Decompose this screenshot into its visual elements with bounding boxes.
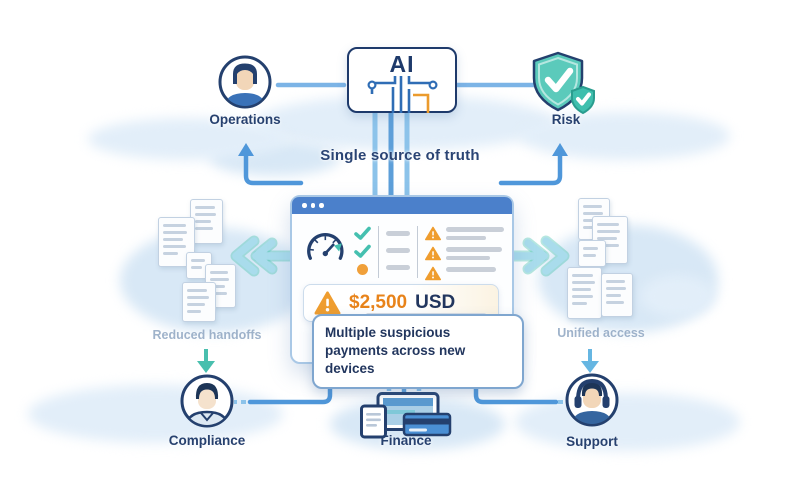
arrow-up-icon <box>552 143 568 156</box>
divider <box>416 226 418 278</box>
finance-label: Finance <box>380 433 432 448</box>
line-card-operations <box>243 150 304 186</box>
alert-currency: USD <box>415 292 456 313</box>
document-icon <box>182 282 216 322</box>
risk-label: Risk <box>551 112 581 127</box>
gauge-icon <box>307 232 344 260</box>
finance-devices-icon <box>360 392 452 439</box>
warning-triangle-icon <box>425 266 441 281</box>
operations-label: Operations <box>209 112 281 127</box>
checklist-column <box>353 226 371 275</box>
ai-chip-label: AI <box>389 51 415 77</box>
status-dot-icon <box>356 264 368 275</box>
alert-amount: $2,500 <box>349 292 408 313</box>
document-icon <box>578 240 606 267</box>
window-dot-icon <box>310 203 315 208</box>
warning-triangle-icon <box>425 246 441 261</box>
document-icon <box>190 199 223 244</box>
document-icon <box>567 267 602 319</box>
chevron-arrow-right-icon <box>500 235 570 277</box>
chevron-arrow-left-icon <box>230 235 300 277</box>
cloud-blob <box>28 385 283 443</box>
compliance-label: Compliance <box>168 433 246 448</box>
arrow-up-icon <box>238 143 254 156</box>
window-dot-icon <box>302 203 307 208</box>
warning-row <box>425 266 504 281</box>
dashboard-widgets <box>292 214 512 286</box>
cloud-blob <box>640 275 715 317</box>
divider <box>377 226 379 278</box>
warning-row <box>425 246 504 261</box>
support-label: Support <box>566 434 618 449</box>
cloud-blob <box>88 118 288 160</box>
right-side-note: Unified access <box>557 326 645 340</box>
arrow-down-icon <box>197 361 215 373</box>
document-icon <box>601 273 633 317</box>
support-avatar-icon <box>565 373 619 427</box>
operations-avatar-icon <box>218 55 272 109</box>
gauge-arrow-icon <box>333 243 342 252</box>
warning-list <box>425 226 504 281</box>
tooltip: Multiple suspicious payments across new … <box>312 314 524 389</box>
compliance-avatar-icon <box>180 374 234 428</box>
window-titlebar <box>292 197 512 214</box>
left-side-note: Reduced handoffs <box>152 328 262 342</box>
line-card-risk <box>498 150 563 186</box>
checkmark-icon <box>353 244 371 258</box>
ai-chip: AI <box>347 47 457 113</box>
window-dot-icon <box>319 203 324 208</box>
tooltip-text: Multiple suspicious payments across new … <box>325 325 466 377</box>
circuit-traces-icon <box>367 76 438 113</box>
arrow-down-icon <box>581 361 599 373</box>
risk-shield-check-icon <box>532 51 595 115</box>
line-card-support <box>473 356 559 405</box>
line-card-compliance <box>247 356 333 405</box>
warning-triangle-icon <box>425 226 441 241</box>
checkmark-icon <box>353 226 371 240</box>
caption-single-source: Single source of truth <box>320 147 480 164</box>
alert-triangle-icon <box>314 291 341 315</box>
list-lines <box>385 231 410 270</box>
warning-row <box>425 226 504 241</box>
